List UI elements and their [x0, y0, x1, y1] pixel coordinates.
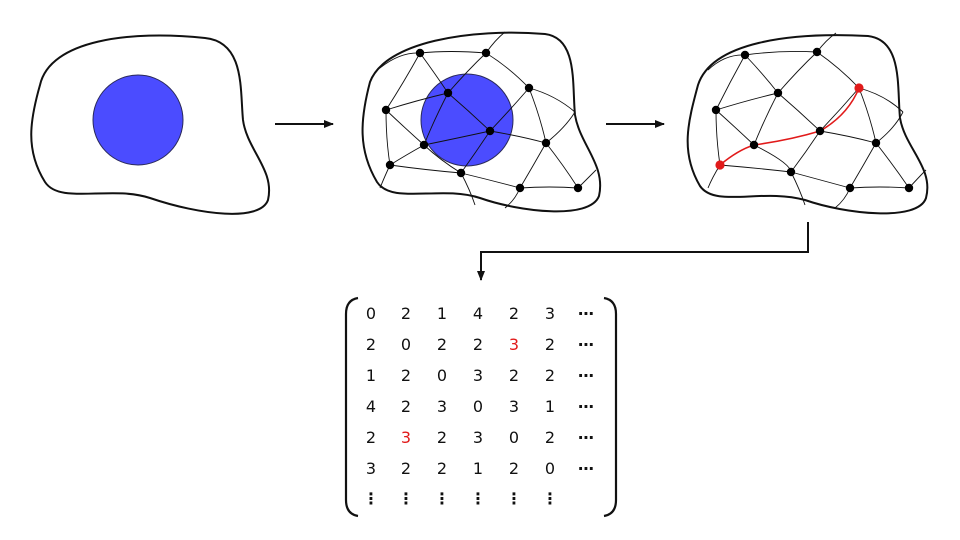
matrix-cell: 2: [366, 428, 376, 447]
mesh-edges: [379, 31, 597, 209]
nucleus: [420, 73, 514, 167]
mesh-nodes: [711, 47, 914, 193]
matrix-cell: 2: [545, 335, 555, 354]
matrix-cell: 2: [509, 459, 519, 478]
geodesic-path: [719, 87, 860, 166]
matrix-ellipsis: ⋯: [578, 335, 594, 354]
mesh-node: [786, 167, 796, 177]
matrix-cell: 3: [509, 397, 519, 416]
matrix-cell: 4: [366, 397, 376, 416]
mesh-node: [485, 126, 495, 136]
panel-meshed-cell: [361, 31, 602, 213]
matrix-vertical-ellipsis: ⋮: [506, 489, 522, 508]
matrix-vertical-ellipsis: ⋮: [470, 489, 486, 508]
mesh-node: [711, 105, 721, 115]
matrix-cell: 2: [473, 335, 483, 354]
mesh-node: [812, 47, 822, 57]
matrix-cell: 2: [509, 366, 519, 385]
matrix-cell: 1: [366, 366, 376, 385]
matrix-left-bracket: [344, 296, 359, 518]
matrix-cell: 3: [545, 304, 555, 323]
matrix-cell: 1: [545, 397, 555, 416]
matrix-cell: 1: [473, 459, 483, 478]
mesh-node: [845, 183, 855, 193]
mesh-node: [415, 48, 425, 58]
matrix-cell: 3: [437, 397, 447, 416]
matrix-cell: 3: [366, 459, 376, 478]
matrix-cell: 3: [473, 428, 483, 447]
matrix-ellipsis: ⋯: [578, 366, 594, 385]
nucleus: [92, 74, 184, 166]
geodesic-start-node: [715, 160, 725, 170]
matrix-cells: 0 2 1 4 2 3 ⋯ 2 0 2 2 3 2 ⋯ 1 2 0 3 2 2 ⋯ 4 2 3 0 3 1 ⋯ 2 3 2 3 0 2 ⋯ 3 2 2 1 2…: [363, 304, 594, 508]
matrix-ellipsis: ⋯: [578, 459, 594, 478]
matrix-cell: 3: [509, 335, 519, 354]
matrix-cell: 2: [437, 428, 447, 447]
mesh-node: [749, 140, 759, 150]
mesh-node: [481, 48, 491, 58]
matrix-cell: 2: [366, 335, 376, 354]
matrix-vertical-ellipsis: ⋮: [542, 489, 558, 508]
mesh-node: [524, 83, 534, 93]
matrix-cell: 0: [401, 335, 411, 354]
matrix-cell: 2: [401, 397, 411, 416]
matrix-cell: 0: [437, 366, 447, 385]
geodesic-end-node: [854, 83, 864, 93]
matrix-cell: 0: [473, 397, 483, 416]
matrix-vertical-ellipsis: ⋮: [398, 489, 414, 508]
mesh-node: [419, 140, 429, 150]
mesh-node: [815, 126, 825, 136]
mesh-node: [515, 183, 525, 193]
mesh-outline: [686, 34, 929, 215]
matrix-cell: 2: [437, 459, 447, 478]
matrix-cell: 0: [545, 459, 555, 478]
mesh-node: [456, 168, 466, 178]
matrix-cell: 2: [545, 428, 555, 447]
matrix-right-bracket: [603, 296, 618, 518]
mesh-node: [740, 50, 750, 60]
arrow-down-to-matrix: [477, 222, 809, 281]
mesh-node: [385, 160, 395, 170]
matrix-ellipsis: ⋯: [578, 428, 594, 447]
matrix-cell: 2: [401, 304, 411, 323]
matrix-ellipsis: ⋯: [578, 397, 594, 416]
matrix-cell: 2: [509, 304, 519, 323]
matrix-cell: 1: [437, 304, 447, 323]
matrix-cell: 2: [545, 366, 555, 385]
matrix-cell: 0: [366, 304, 376, 323]
mesh-node: [573, 183, 583, 193]
matrix-cell: 0: [509, 428, 519, 447]
matrix-ellipsis: ⋯: [578, 304, 594, 323]
matrix-cell: 2: [401, 459, 411, 478]
panel-cell: [30, 34, 271, 215]
mesh-node: [773, 88, 783, 98]
matrix-cell: 2: [437, 335, 447, 354]
mesh-node: [541, 138, 551, 148]
mesh-node: [904, 183, 914, 193]
matrix-cell: 4: [473, 304, 483, 323]
matrix-cell: 3: [401, 428, 411, 447]
matrix-cell: 2: [401, 366, 411, 385]
matrix-cell: 3: [473, 366, 483, 385]
matrix-vertical-ellipsis: ⋮: [363, 489, 379, 508]
mesh-nodes: [381, 48, 583, 193]
panel-mesh-geodesic: [686, 32, 929, 215]
mesh-node: [443, 88, 453, 98]
matrix-vertical-ellipsis: ⋮: [434, 489, 450, 508]
mesh-node: [381, 105, 391, 115]
mesh-node: [871, 138, 881, 148]
distance-matrix: 0 2 1 4 2 3 ⋯ 2 0 2 2 3 2 ⋯ 1 2 0 3 2 2 ⋯ 4 2 3 0 3 1 ⋯ 2 3 2 3 0 2 ⋯ 3 2 2 1 2…: [344, 296, 618, 518]
